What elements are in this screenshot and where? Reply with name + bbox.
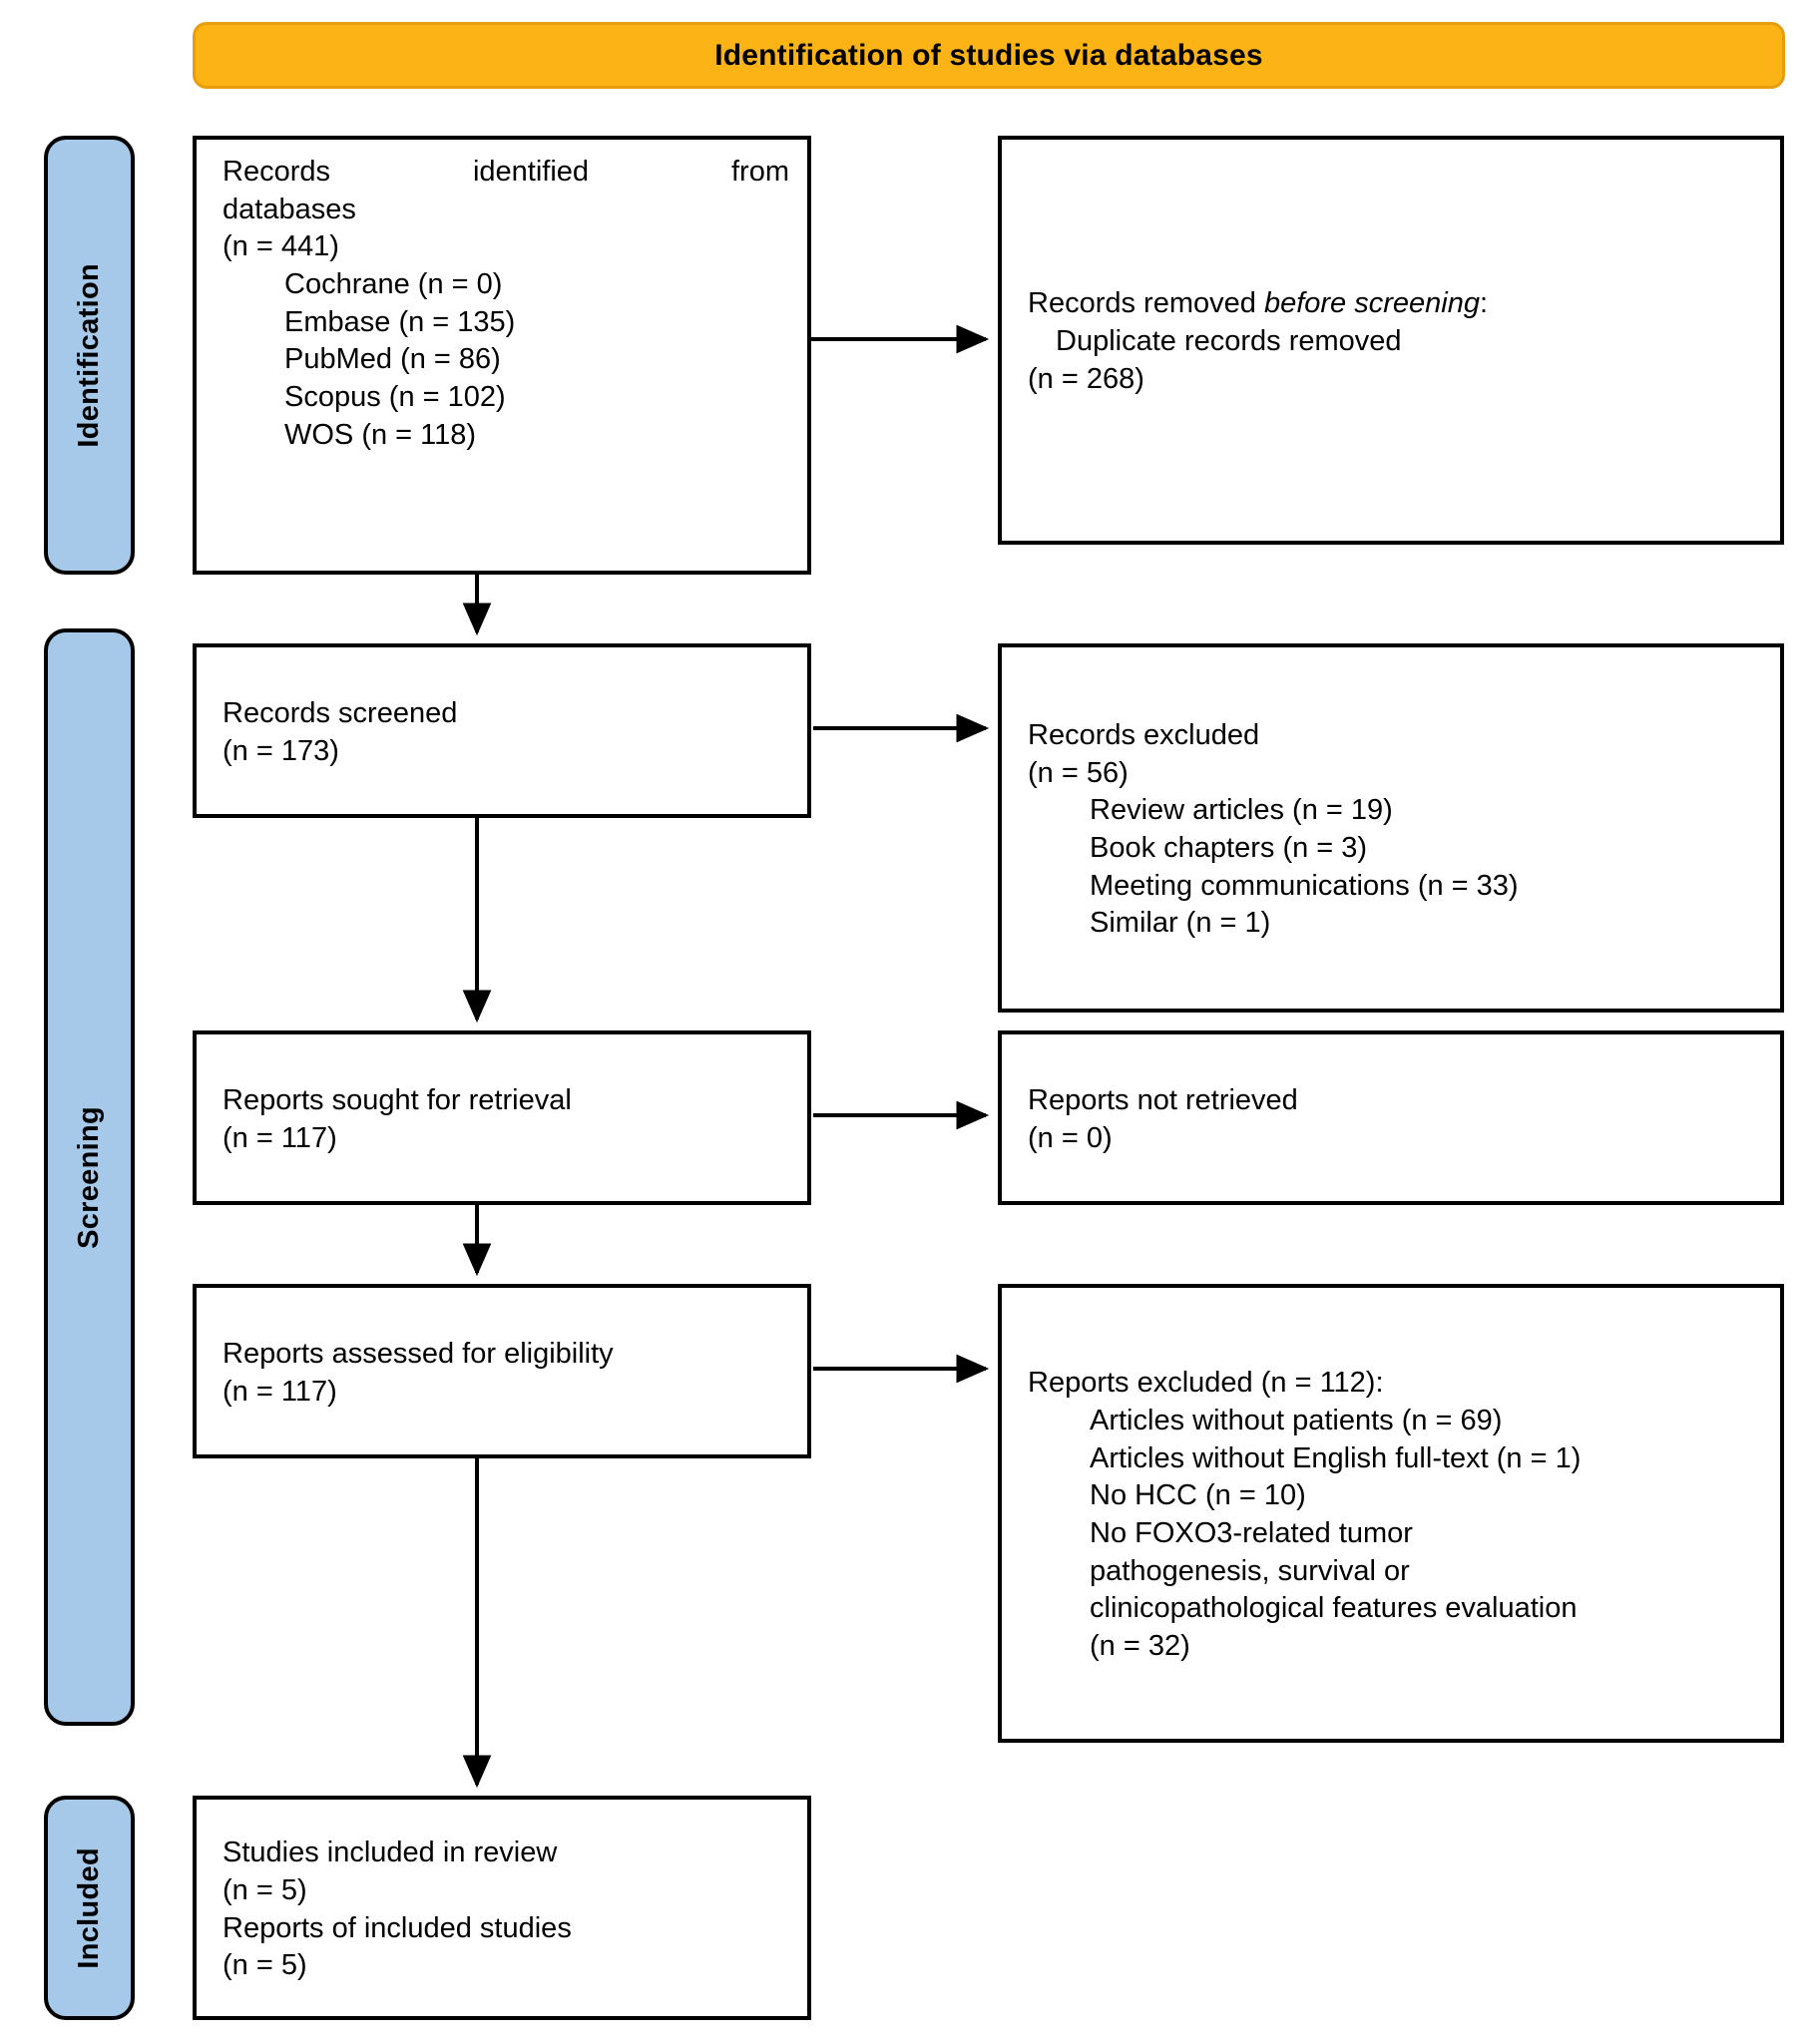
reports-excluded-label: Reports excluded (n = 112):: [1028, 1367, 1384, 1400]
box-reports-not-retrieved: Reports not retrieved (n = 0): [998, 1030, 1784, 1205]
records-excluded-count: (n = 56): [1028, 756, 1129, 789]
studies-included-label: Studies included in review: [223, 1837, 558, 1869]
stage-label-screening-text: Screening: [73, 1105, 105, 1249]
duplicate-records-count: (n = 268): [1028, 362, 1144, 395]
reports-of-included-studies-label: Reports of included studies: [223, 1911, 572, 1944]
records-removed-lead: Records removed before screening:: [1028, 285, 1762, 323]
exclusion-meeting-communications: Meeting communications (n = 33): [1090, 869, 1519, 902]
box-reports-excluded: Reports excluded (n = 112): Articles wit…: [998, 1284, 1784, 1743]
source-wos: WOS (n = 118): [284, 418, 477, 451]
source-scopus: Scopus (n = 102): [284, 381, 506, 414]
reports-assessed-count: (n = 117): [223, 1375, 337, 1408]
records-removed-lead-text: Records removed: [1028, 287, 1264, 320]
records-screened-label: Records screened: [223, 696, 458, 729]
banner-title: Identification of studies via databases: [714, 38, 1263, 72]
stage-label-included: Included: [44, 1796, 135, 2020]
box-records-removed-before-screening: Records removed before screening: Duplic…: [998, 136, 1784, 545]
reason-no-hcc: No HCC (n = 10): [1090, 1479, 1306, 1512]
reason-articles-without-patients: Articles without patients (n = 69): [1090, 1404, 1503, 1436]
records-excluded-label: Records excluded: [1028, 718, 1260, 751]
duplicate-records-removed: Duplicate records removed: [1056, 325, 1402, 358]
reason-no-foxo3-line3: clinicopathological features evaluation: [1090, 1592, 1578, 1625]
box-reports-assessed-for-eligibility: Reports assessed for eligibility (n = 11…: [193, 1284, 811, 1458]
reports-not-retrieved-count: (n = 0): [1028, 1121, 1113, 1154]
reason-no-foxo3-line2: pathogenesis, survival or: [1090, 1554, 1410, 1587]
reports-of-included-studies-count: (n = 5): [223, 1949, 307, 1982]
reports-sought-count: (n = 117): [223, 1121, 337, 1154]
box-records-identified: Records identified from databases (n = 4…: [193, 136, 811, 575]
box-records-excluded: Records excluded (n = 56) Review article…: [998, 643, 1784, 1013]
exclusion-similar: Similar (n = 1): [1090, 907, 1271, 940]
reason-no-foxo3-line1: No FOXO3-related tumor: [1090, 1517, 1413, 1549]
stage-label-included-text: Included: [73, 1846, 105, 1969]
box-reports-sought-for-retrieval: Reports sought for retrieval (n = 117): [193, 1030, 811, 1205]
records-identified-line1: Records identified from: [223, 156, 789, 188]
studies-included-count: (n = 5): [223, 1873, 307, 1906]
records-identified-count: (n = 441): [223, 230, 339, 263]
stage-label-identification: Identification: [44, 136, 135, 575]
exclusion-review-articles: Review articles (n = 19): [1090, 794, 1393, 827]
source-pubmed: PubMed (n = 86): [284, 343, 501, 376]
box-records-screened: Records screened (n = 173): [193, 643, 811, 818]
stage-label-screening: Screening: [44, 628, 135, 1726]
exclusion-book-chapters: Book chapters (n = 3): [1090, 832, 1368, 864]
source-cochrane: Cochrane (n = 0): [284, 268, 503, 301]
source-embase: Embase (n = 135): [284, 305, 516, 338]
records-removed-lead-italic: before screening: [1263, 287, 1480, 320]
diagram-header-banner: Identification of studies via databases: [193, 22, 1785, 89]
reports-sought-label: Reports sought for retrieval: [223, 1083, 572, 1116]
records-screened-count: (n = 173): [223, 734, 339, 767]
reports-not-retrieved-label: Reports not retrieved: [1028, 1083, 1298, 1116]
reports-assessed-label: Reports assessed for eligibility: [223, 1337, 614, 1370]
reason-no-foxo3-count: (n = 32): [1090, 1630, 1190, 1663]
box-studies-included-in-review: Studies included in review (n = 5) Repor…: [193, 1796, 811, 2020]
reason-articles-without-english: Articles without English full-text (n = …: [1090, 1441, 1582, 1474]
records-removed-lead-tail: :: [1479, 287, 1489, 320]
records-identified-line2: databases: [223, 193, 356, 225]
stage-label-identification-text: Identification: [73, 262, 105, 448]
